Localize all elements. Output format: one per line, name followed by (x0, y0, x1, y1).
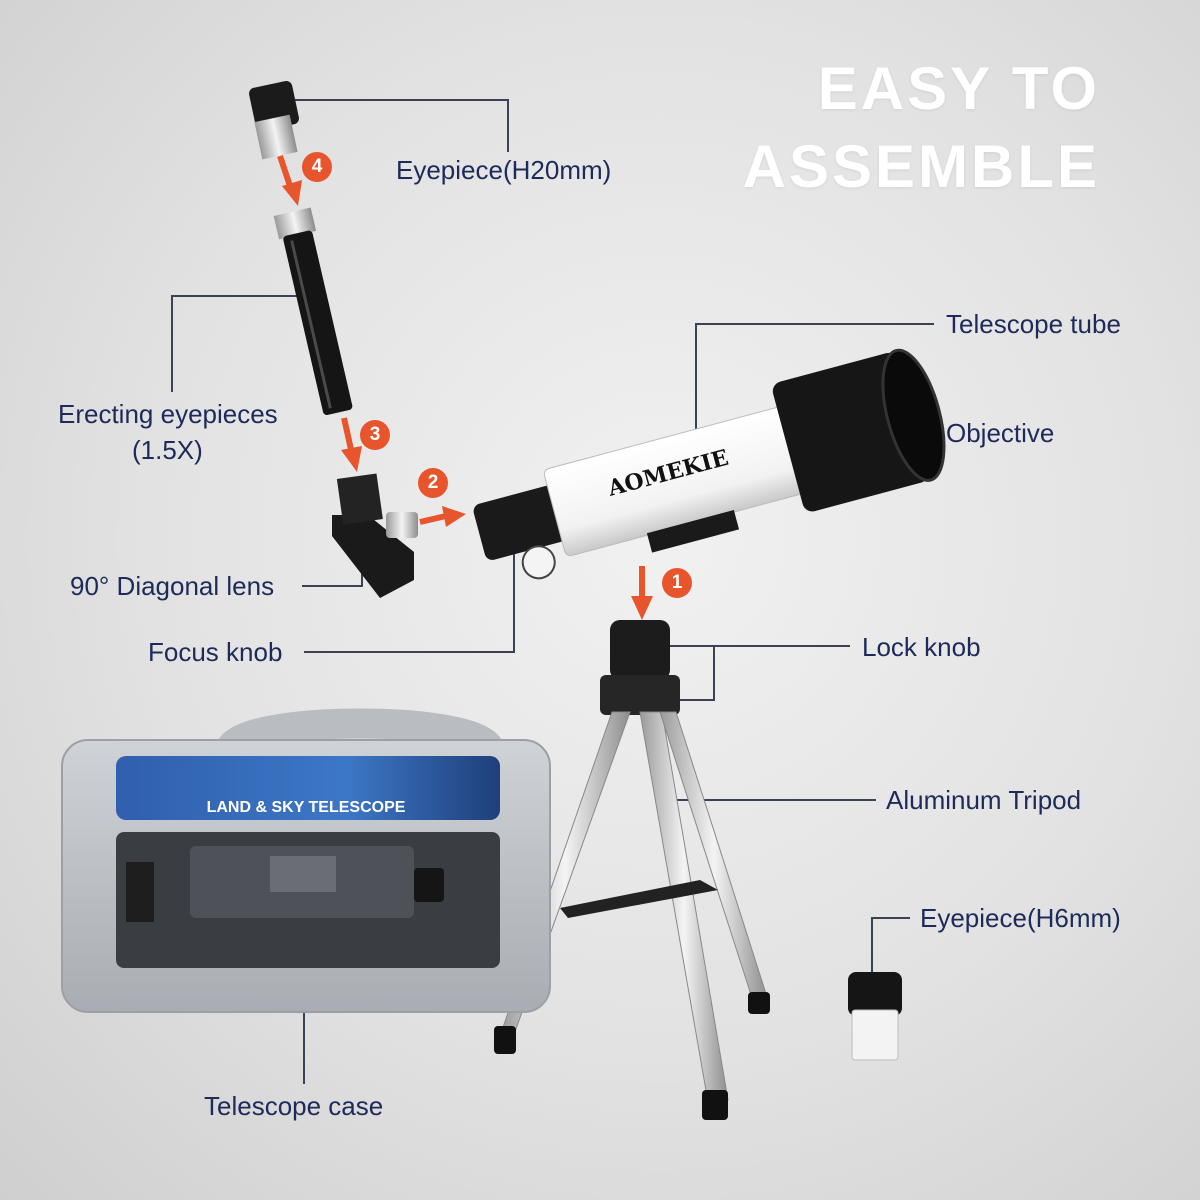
erecting-eyepiece-illustration (273, 207, 353, 416)
leader-eyepiece-h6 (871, 917, 910, 972)
headline-line-2: ASSEMBLE (742, 133, 1100, 200)
label-eyepiece-h6: Eyepiece(H6mm) (920, 903, 1121, 933)
step-badge-2: 2 (418, 468, 448, 498)
label-lock-knob: Lock knob (862, 632, 981, 662)
step-badge-1: 1 (662, 568, 692, 598)
diagonal-lens-illustration (332, 473, 418, 598)
telescope-tube-illustration (473, 348, 946, 580)
headline: EASY TO ASSEMBLE (743, 50, 1100, 206)
leader-lock-bracket (660, 645, 715, 701)
label-erecting-magnification: (1.5X) (132, 435, 203, 465)
label-focus-knob: Focus knob (148, 637, 283, 667)
label-telescope-tube: Telescope tube (946, 309, 1121, 339)
step-badge-3: 3 (360, 420, 390, 450)
label-objective: Objective (946, 418, 1055, 448)
leader-focus-knob (304, 540, 515, 653)
leader-telescope-tube (695, 323, 934, 440)
tripod-illustration (494, 620, 770, 1120)
label-aluminum-tripod: Aluminum Tripod (886, 785, 1082, 815)
step-badge-4: 4 (302, 152, 332, 182)
label-erecting-eyepieces: Erecting eyepieces (58, 399, 278, 429)
label-telescope-case: Telescope case (204, 1091, 384, 1121)
case-banner-text: LAND & SKY TELESCOPE (207, 799, 406, 816)
leader-eyepiece-h20 (262, 99, 509, 152)
label-diagonal-lens: 90° Diagonal lens (70, 571, 275, 601)
leader-erecting (171, 295, 300, 392)
eyepiece-h20-illustration (249, 81, 299, 160)
telescope-case-illustration: LAND & SKY TELESCOPE (61, 708, 551, 1013)
eyepiece-h6-illustration (848, 972, 902, 1061)
assembly-arrows (277, 155, 653, 620)
label-eyepiece-h20: Eyepiece(H20mm) (396, 155, 612, 185)
headline-line-1: EASY TO (817, 55, 1100, 122)
